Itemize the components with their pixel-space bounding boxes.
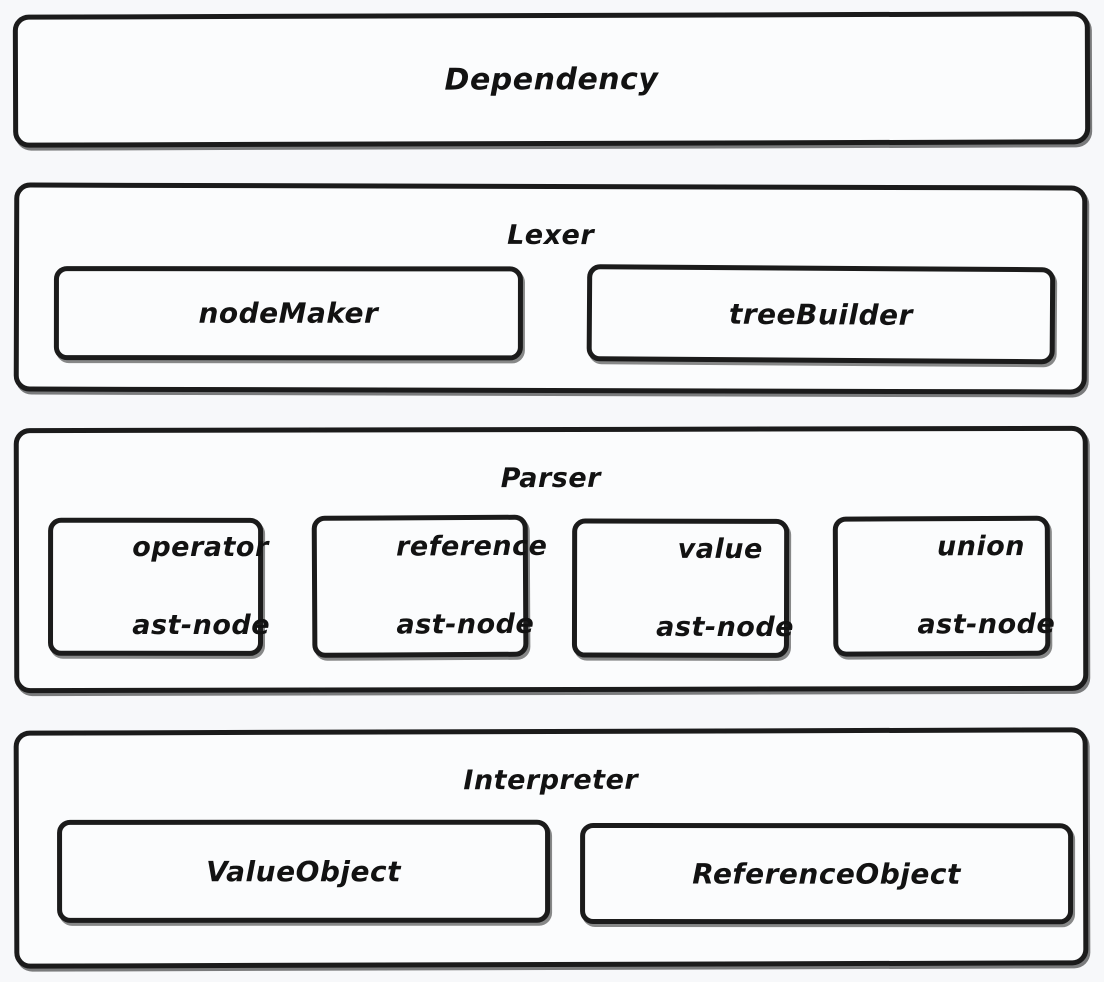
node-reference-ast-node-label: reference ast-node (317, 488, 548, 685)
node-value-ast-node-line2: ast-node (656, 611, 795, 643)
node-value-ast-node-label: value ast-node (577, 490, 794, 686)
section-lexer-title: Lexer (507, 219, 595, 252)
node-operator-ast-node-label: operator ast-node (53, 489, 270, 685)
section-interpreter-title: Interpreter (463, 764, 639, 797)
node-node-maker[interactable]: nodeMaker (53, 266, 523, 361)
node-reference-object-label: ReferenceObject (692, 857, 961, 891)
node-reference-object[interactable]: ReferenceObject (580, 822, 1074, 925)
node-tree-builder-label: treeBuilder (728, 297, 914, 332)
node-union-ast-node[interactable]: union ast-node (832, 515, 1055, 657)
node-node-maker-label: nodeMaker (198, 296, 379, 330)
section-dependency-title: Dependency (444, 61, 659, 98)
section-lexer[interactable]: Lexer nodeMaker treeBuilder (13, 182, 1088, 395)
node-reference-ast-node[interactable]: reference ast-node (311, 514, 547, 658)
node-tree-builder[interactable]: treeBuilder (586, 264, 1056, 365)
node-reference-ast-node-line2: ast-node (396, 609, 535, 641)
section-parser[interactable]: Parser operator ast-node reference ast-n… (13, 425, 1089, 694)
node-value-object[interactable]: ValueObject (57, 819, 551, 923)
node-operator-ast-node[interactable]: operator ast-node (48, 517, 270, 656)
node-reference-ast-node-line1: reference (395, 530, 548, 563)
node-value-ast-node-line1: value (677, 533, 763, 565)
node-union-ast-node-line1: union (936, 531, 1026, 563)
section-interpreter[interactable]: Interpreter ValueObject ReferenceObject (13, 727, 1089, 969)
node-value-object-label: ValueObject (206, 854, 401, 888)
section-dependency[interactable]: Dependency (12, 11, 1091, 148)
node-union-ast-node-line2: ast-node (917, 609, 1056, 641)
node-value-ast-node[interactable]: value ast-node (571, 518, 794, 658)
node-operator-ast-node-line2: ast-node (132, 610, 271, 642)
node-operator-ast-node-line1: operator (132, 532, 269, 564)
node-union-ast-node-label: union ast-node (838, 488, 1055, 685)
